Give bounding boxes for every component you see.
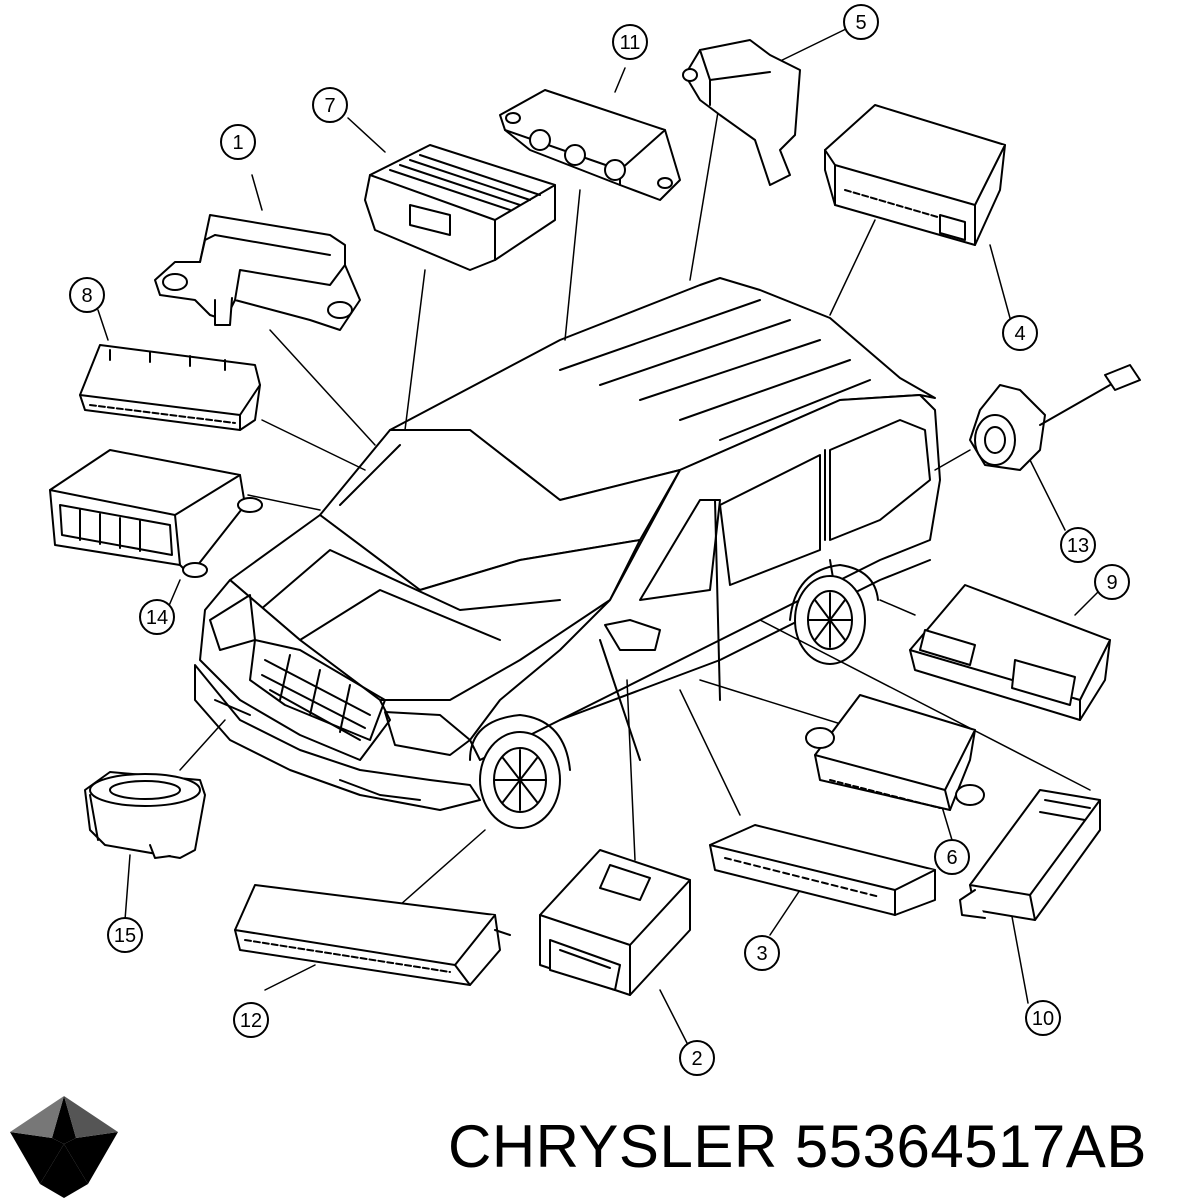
callout-6: 6 [934, 839, 970, 875]
callout-11: 11 [612, 24, 648, 60]
callout-8: 8 [69, 277, 105, 313]
component-5-module [682, 39, 801, 186]
svg-text:5: 5 [855, 12, 866, 34]
svg-text:13: 13 [1067, 535, 1089, 557]
svg-text:15: 15 [114, 925, 136, 947]
svg-text:12: 12 [240, 1010, 262, 1032]
component-13-module [969, 364, 1141, 471]
svg-text:1: 1 [232, 132, 243, 154]
component-6-module [805, 694, 985, 811]
callout-markers: 1 2 3 4 5 6 7 8 9 10 11 12 13 14 15 [69, 4, 1130, 1076]
svg-text:4: 4 [1014, 323, 1025, 345]
component-11-module [499, 89, 681, 201]
part-number: 55364517AB [794, 1113, 1147, 1180]
manufacturer-name: CHRYSLER [448, 1113, 778, 1180]
svg-text:9: 9 [1106, 572, 1117, 594]
component-2-module [539, 849, 691, 996]
svg-text:11: 11 [620, 32, 641, 54]
minivan-illustration [194, 277, 941, 829]
callout-7: 7 [312, 87, 348, 123]
callout-14: 14 [139, 599, 175, 635]
component-15-module [84, 771, 206, 859]
component-7-module [364, 144, 556, 271]
component-9-module [909, 584, 1111, 721]
callout-1: 1 [220, 124, 256, 160]
component-1-module [154, 214, 361, 331]
svg-text:7: 7 [324, 95, 335, 117]
svg-text:2: 2 [691, 1048, 702, 1070]
svg-text:6: 6 [946, 847, 957, 869]
component-10-module [959, 789, 1101, 921]
component-14-module [49, 449, 263, 578]
brand-caption: CHRYSLER 55364517AB [448, 1112, 1188, 1182]
component-8-module [79, 344, 261, 431]
svg-text:8: 8 [81, 285, 92, 307]
pentastar-logo-icon [10, 1096, 118, 1198]
callout-5: 5 [843, 4, 879, 40]
component-12-module [234, 884, 511, 986]
svg-text:3: 3 [756, 943, 767, 965]
callout-15: 15 [107, 917, 143, 953]
callout-10: 10 [1025, 1000, 1061, 1036]
callout-4: 4 [1002, 315, 1038, 351]
leader-lines [97, 27, 1099, 1046]
callout-9: 9 [1094, 564, 1130, 600]
callout-2: 2 [679, 1040, 715, 1076]
component-4-module [824, 104, 1006, 246]
svg-text:10: 10 [1032, 1008, 1054, 1030]
callout-3: 3 [744, 935, 780, 971]
callout-12: 12 [233, 1002, 269, 1038]
callout-13: 13 [1060, 527, 1096, 563]
svg-text:14: 14 [146, 607, 168, 629]
component-3-module [709, 824, 936, 916]
